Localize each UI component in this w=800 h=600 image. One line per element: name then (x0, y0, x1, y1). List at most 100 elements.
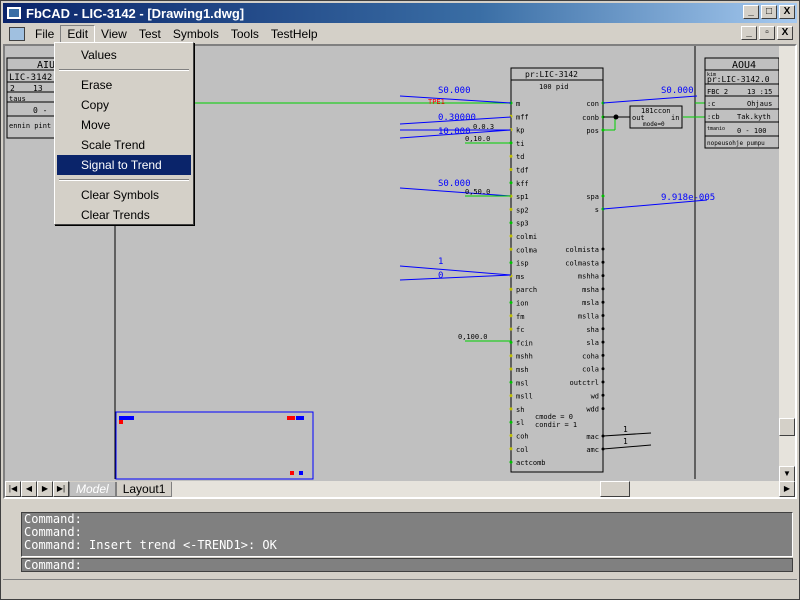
value-con[interactable]: S0.000 (661, 86, 694, 96)
pid-input-sp1[interactable]: sp1 (516, 193, 529, 201)
pid-output-pin[interactable] (601, 340, 605, 344)
value-kp[interactable]: 10.000 (438, 127, 471, 137)
pid-output-sha[interactable]: sha (586, 326, 599, 334)
pid-output-pin[interactable] (601, 300, 605, 304)
value-mac[interactable]: 1 (623, 425, 628, 434)
pid-output-pin[interactable] (601, 287, 605, 291)
pid-input-pin[interactable] (509, 207, 513, 211)
pid-input-msll[interactable]: msll (516, 393, 533, 401)
pid-input-pin[interactable] (509, 314, 513, 318)
pid-input-pin[interactable] (509, 367, 513, 371)
minimize-button[interactable]: _ (743, 5, 759, 19)
pid-output-pin[interactable] (601, 393, 605, 397)
horizontal-scroll-thumb[interactable] (600, 481, 631, 497)
pid-input-msl[interactable]: msl (516, 379, 529, 387)
pid-input-mshh[interactable]: mshh (516, 353, 533, 361)
doc-restore-button[interactable]: ▫ (759, 26, 775, 40)
pid-input-sp3[interactable]: sp3 (516, 220, 529, 228)
horizontal-scrollbar[interactable] (172, 481, 779, 497)
pid-input-ion[interactable]: ion (516, 300, 529, 308)
pid-output-pin[interactable] (601, 407, 605, 411)
scroll-right-button[interactable]: ▶ (779, 481, 795, 497)
pid-output-wdd[interactable]: wdd (586, 406, 599, 414)
pid-input-pin[interactable] (509, 327, 513, 331)
pid-input-pin[interactable] (509, 221, 513, 225)
pid-input-mff[interactable]: mff (516, 113, 529, 121)
pid-input-pin[interactable] (509, 168, 513, 171)
pid-input-kff[interactable]: kff (516, 180, 529, 188)
pid-input-pin[interactable] (509, 234, 513, 238)
pid-output-coha[interactable]: coha (582, 352, 599, 360)
pid-input-pin[interactable] (509, 460, 513, 464)
command-history[interactable]: Command: Command: Command: Insert trend … (21, 512, 793, 557)
pid-output-pin[interactable] (601, 314, 605, 317)
tab-next-button[interactable]: ▶ (37, 481, 53, 497)
doc-minimize-button[interactable]: _ (741, 26, 757, 40)
pid-output-mshha[interactable]: mshha (578, 273, 599, 281)
value-sp1-top[interactable]: S0.000 (438, 179, 471, 189)
pid-output-pin[interactable] (601, 194, 605, 198)
pid-input-pin[interactable] (509, 154, 513, 158)
pid-input-pin[interactable] (509, 261, 513, 265)
title-bar[interactable]: FbCAD - LIC-3142 - [Drawing1.dwg] _ □ X (3, 3, 797, 23)
pid-output-outctrl[interactable]: outctrl (569, 379, 599, 387)
value-mff[interactable]: 0.30000 (438, 113, 476, 123)
pid-input-parch[interactable]: parch (516, 286, 537, 294)
menu-copy[interactable]: Copy (81, 98, 110, 112)
pid-output-colmista[interactable]: colmista (565, 246, 599, 254)
pid-input-pin[interactable] (509, 301, 513, 304)
menu-edit[interactable]: Edit (60, 24, 96, 43)
pid-input-ti[interactable]: ti (516, 140, 524, 148)
mid-block[interactable]: 181ccon out in mode=0 (613, 105, 683, 129)
pid-output-msha[interactable]: msha (582, 286, 599, 294)
pid-output-cola[interactable]: cola (582, 366, 599, 374)
pid-input-m[interactable]: m (516, 100, 520, 108)
value-m[interactable]: S0.000 (438, 86, 471, 96)
tab-model[interactable]: Model (69, 481, 116, 497)
pid-input-tdf[interactable]: tdf (516, 167, 529, 175)
command-input[interactable]: Command: (21, 558, 793, 572)
pid-input-pin[interactable] (509, 247, 513, 251)
value-ms-top[interactable]: 1 (438, 257, 443, 267)
menu-clear-symbols[interactable]: Clear Symbols (81, 188, 160, 202)
pid-input-col[interactable]: col (516, 446, 529, 454)
pid-block[interactable]: pr:LIC-3142 100 pid (510, 67, 604, 473)
pid-input-colma[interactable]: colma (516, 246, 537, 254)
value-ms[interactable]: 0 (438, 271, 443, 281)
pid-input-pin[interactable] (509, 394, 513, 398)
pid-input-pin[interactable] (509, 287, 513, 291)
pid-input-sh[interactable]: sh (516, 406, 524, 414)
pid-output-pin[interactable] (601, 274, 605, 278)
pid-input-fcin[interactable]: fcin (516, 339, 533, 347)
menu-file[interactable]: File (35, 26, 55, 41)
pid-input-pin[interactable] (509, 380, 513, 384)
pid-output-con[interactable]: con (586, 100, 599, 108)
pid-input-pin[interactable] (509, 407, 513, 411)
pid-output-sla[interactable]: sla (586, 339, 599, 347)
document-icon[interactable] (9, 26, 25, 41)
close-button[interactable]: X (779, 5, 795, 19)
value-amc[interactable]: 1 (623, 437, 628, 446)
pid-input-actcomb[interactable]: actcomb (516, 459, 546, 467)
pid-output-s[interactable]: s (595, 206, 599, 214)
pid-output-msla[interactable]: msla (582, 299, 599, 307)
menu-test[interactable]: Test (138, 26, 161, 41)
pid-output-pin[interactable] (601, 353, 605, 357)
pid-output-mac[interactable]: mac (586, 433, 599, 441)
trend-box[interactable] (115, 411, 314, 480)
pid-input-pin[interactable] (509, 420, 513, 424)
pid-output-pin[interactable] (601, 327, 605, 331)
pid-output-pin[interactable] (601, 260, 605, 264)
vertical-scroll-thumb[interactable] (779, 418, 795, 436)
pid-output-pin[interactable] (601, 367, 605, 371)
menu-scale-trend[interactable]: Scale Trend (81, 138, 146, 152)
tab-last-button[interactable]: ▶| (53, 481, 69, 497)
pid-input-kp[interactable]: kp (516, 127, 524, 135)
tab-prev-button[interactable]: ◀ (21, 481, 37, 497)
pid-output-wd[interactable]: wd (591, 392, 599, 400)
pid-output-amc[interactable]: amc (586, 446, 599, 454)
menu-view[interactable]: View (101, 26, 127, 41)
pid-input-isp[interactable]: isp (516, 260, 529, 268)
menu-symbols[interactable]: Symbols (172, 26, 219, 41)
tab-layout1[interactable]: Layout1 (115, 481, 173, 497)
